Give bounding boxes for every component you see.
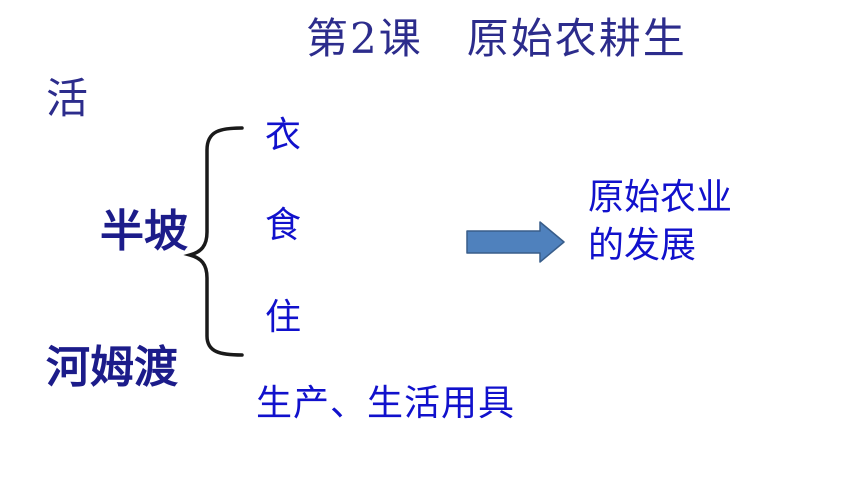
right-arrow-icon (466, 221, 565, 263)
curly-brace (183, 126, 244, 357)
site-banpo: 半坡 (100, 206, 188, 257)
aspect-clothing: 衣 (265, 115, 302, 156)
conclusion-text: 原始农业 的发展 (588, 174, 732, 270)
aspect-housing: 住 (265, 297, 302, 338)
slide-title-line1: 第2课 原始农耕生 (306, 14, 687, 63)
conclusion-line1: 原始农业 (588, 177, 733, 218)
aspect-tools: 生产、生活用具 (256, 383, 516, 424)
slide-title-line2: 活 (46, 74, 89, 123)
site-hemudu: 河姆渡 (46, 342, 178, 393)
aspect-food: 食 (265, 205, 302, 246)
conclusion-line2: 的发展 (588, 225, 697, 266)
